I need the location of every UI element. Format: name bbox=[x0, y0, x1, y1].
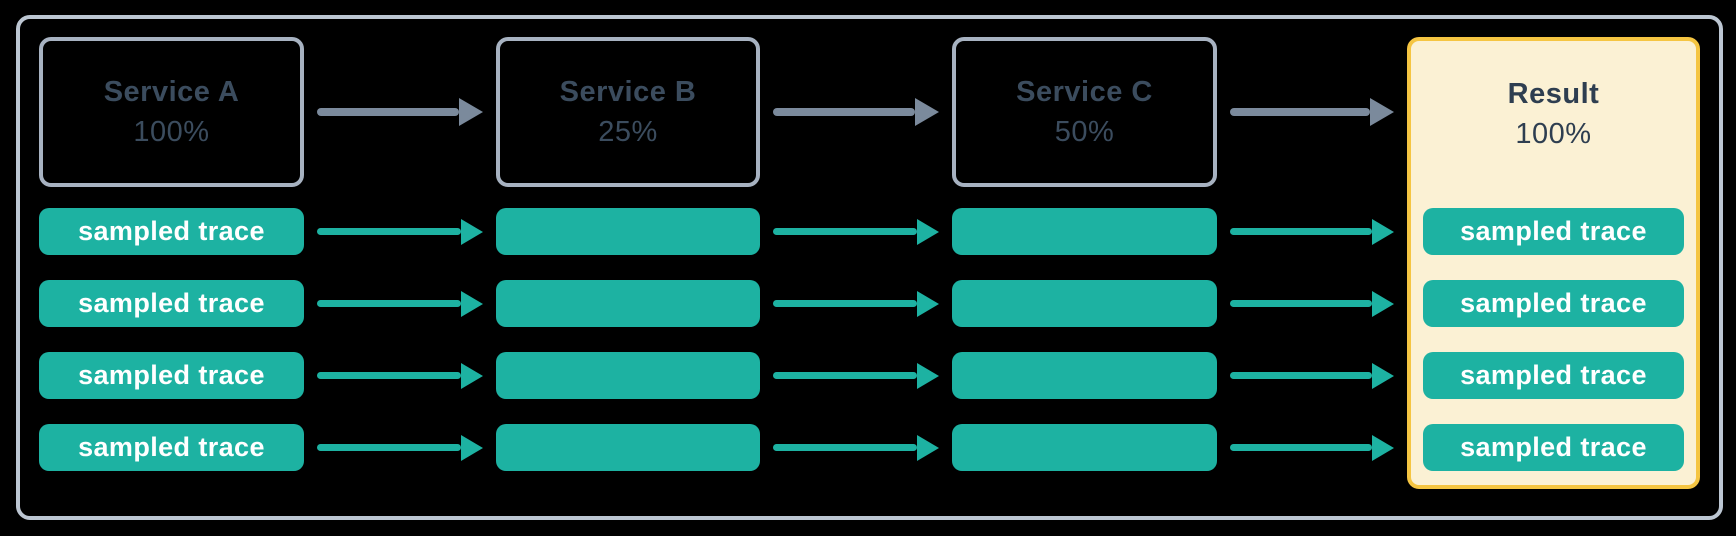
flow-arrow-icon bbox=[1217, 98, 1407, 126]
flow-arrows-b-c bbox=[760, 37, 952, 471]
service-b-column: Service B 25% bbox=[496, 37, 760, 471]
trace-arrow-icon bbox=[760, 362, 952, 389]
trace-pill bbox=[496, 280, 760, 327]
result-percent: 100% bbox=[1515, 117, 1592, 150]
service-title: Service B bbox=[559, 75, 697, 108]
trace-pill bbox=[496, 352, 760, 399]
service-c-box: Service C 50% bbox=[952, 37, 1217, 187]
result-column: Result 100% sampled trace sampled trace … bbox=[1407, 37, 1700, 489]
trace-arrow-icon bbox=[1217, 362, 1407, 389]
flow-arrows-c-result bbox=[1217, 37, 1407, 471]
service-b-box: Service B 25% bbox=[496, 37, 760, 187]
trace-arrow-icon bbox=[304, 290, 496, 317]
sampled-trace-label: sampled trace bbox=[78, 432, 265, 462]
flow-arrow-icon bbox=[304, 98, 496, 126]
trace-arrow-icon bbox=[1217, 434, 1407, 461]
service-a-box: Service A 100% bbox=[39, 37, 304, 187]
trace-arrow-icon bbox=[1217, 218, 1407, 245]
sampled-trace-pill: sampled trace bbox=[1423, 208, 1684, 255]
sampled-trace-label: sampled trace bbox=[78, 216, 265, 246]
sampled-trace-pill: sampled trace bbox=[39, 280, 304, 327]
sampled-trace-label: sampled trace bbox=[78, 288, 265, 318]
trace-pill bbox=[952, 208, 1217, 255]
sampled-trace-pill: sampled trace bbox=[1423, 424, 1684, 471]
diagram-content: Service A 100% sampled trace sampled tra… bbox=[39, 37, 1700, 489]
trace-pill bbox=[496, 208, 760, 255]
trace-arrow-icon bbox=[1217, 290, 1407, 317]
sampled-trace-label: sampled trace bbox=[1460, 360, 1647, 390]
sampled-trace-pill: sampled trace bbox=[39, 208, 304, 255]
sampled-trace-pill: sampled trace bbox=[39, 352, 304, 399]
sampled-trace-label: sampled trace bbox=[78, 360, 265, 390]
sampled-trace-pill: sampled trace bbox=[1423, 280, 1684, 327]
result-header: Result 100% bbox=[1423, 41, 1684, 187]
sampled-trace-label: sampled trace bbox=[1460, 216, 1647, 246]
service-title: Service A bbox=[103, 75, 240, 108]
service-percent: 100% bbox=[133, 115, 210, 148]
trace-pill bbox=[952, 280, 1217, 327]
result-title: Result bbox=[1507, 77, 1600, 110]
service-percent: 50% bbox=[1054, 115, 1115, 148]
flow-arrows-a-b bbox=[304, 37, 496, 471]
service-percent: 25% bbox=[598, 115, 658, 148]
sampled-trace-label: sampled trace bbox=[1460, 288, 1647, 318]
result-box: Result 100% sampled trace sampled trace … bbox=[1407, 37, 1700, 489]
service-c-column: Service C 50% bbox=[952, 37, 1217, 471]
service-a-column: Service A 100% sampled trace sampled tra… bbox=[39, 37, 304, 471]
sampled-trace-label: sampled trace bbox=[1460, 432, 1647, 462]
sampled-trace-pill: sampled trace bbox=[39, 424, 304, 471]
trace-arrow-icon bbox=[760, 218, 952, 245]
trace-arrow-icon bbox=[760, 434, 952, 461]
service-title: Service C bbox=[1016, 75, 1153, 108]
trace-pill bbox=[952, 352, 1217, 399]
trace-pill bbox=[496, 424, 760, 471]
trace-pill bbox=[952, 424, 1217, 471]
sampled-trace-pill: sampled trace bbox=[1423, 352, 1684, 399]
trace-arrow-icon bbox=[304, 362, 496, 389]
trace-arrow-icon bbox=[304, 218, 496, 245]
trace-arrow-icon bbox=[760, 290, 952, 317]
flow-arrow-icon bbox=[760, 98, 952, 126]
trace-arrow-icon bbox=[304, 434, 496, 461]
diagram-frame bbox=[16, 15, 1723, 520]
